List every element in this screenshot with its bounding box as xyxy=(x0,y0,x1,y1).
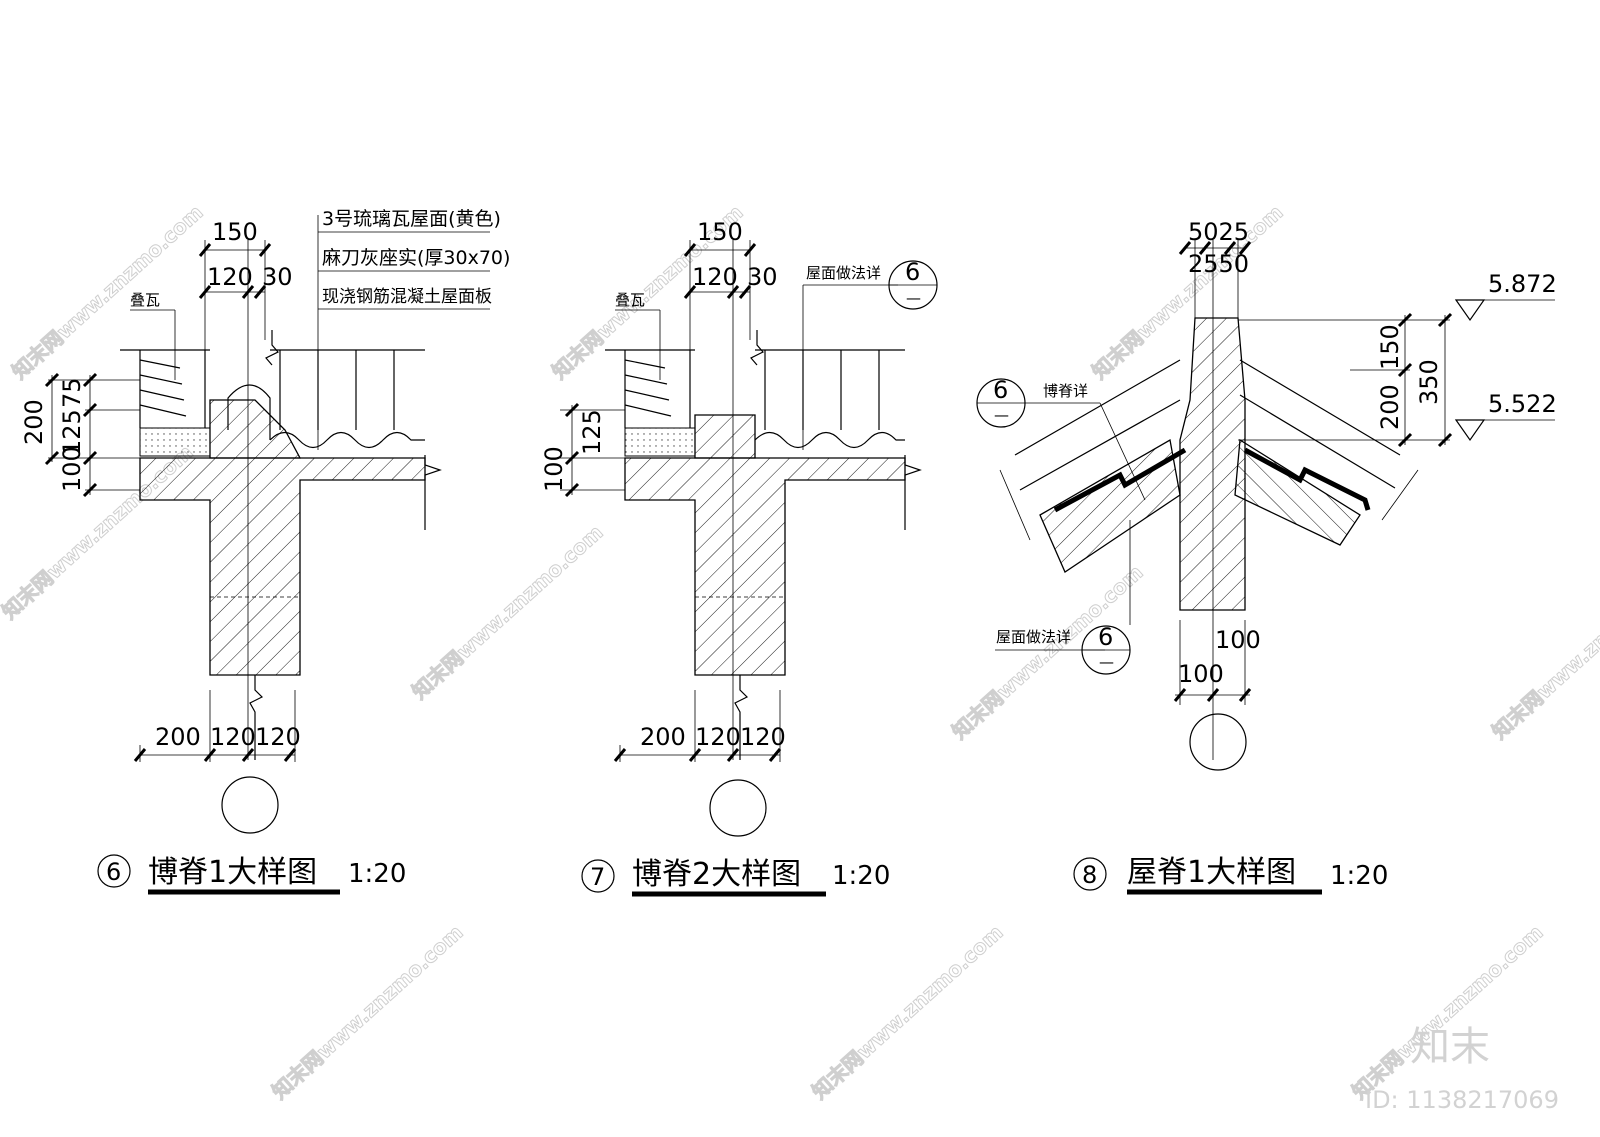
dim-right-200: 200 xyxy=(1376,384,1404,430)
watermark-text: 知末网www.znzmo.com xyxy=(407,520,607,704)
note-roof-ref: 屋面做法详 xyxy=(996,628,1071,646)
detail-number: 8 xyxy=(1082,861,1097,889)
dim-right-350: 350 xyxy=(1415,359,1443,405)
detail-6: 150 120 30 200 75 125 100 200 120 120 叠瓦 xyxy=(20,208,510,895)
detail-scale: 1:20 xyxy=(1330,861,1388,891)
dim-top-b: 30 xyxy=(747,263,778,291)
dim-bottom-120a: 120 xyxy=(695,723,741,751)
reference-number: 6 xyxy=(993,376,1008,404)
dim-bottom-200: 200 xyxy=(640,723,686,751)
dim-bottom-100a: 100 xyxy=(1215,626,1261,654)
reference-sheet: — xyxy=(994,406,1009,424)
concrete-section xyxy=(139,457,426,676)
dim-left-100: 100 xyxy=(540,446,568,492)
dim-bottom-120a: 120 xyxy=(210,723,256,751)
brand-logo-text: 知末 xyxy=(1410,1024,1490,1070)
level-top: 5.872 xyxy=(1488,270,1557,298)
detail-7: 150 120 30 125 100 200 120 120 叠瓦 屋面做法详 xyxy=(540,218,938,897)
concrete-section xyxy=(624,457,906,676)
ridge-core xyxy=(209,399,302,459)
brand-id: ID: 1138217069 xyxy=(1365,1086,1559,1114)
reference-sheet: — xyxy=(1099,653,1114,671)
glazed-tile-roof xyxy=(754,349,905,449)
reference-number: 6 xyxy=(1098,623,1113,651)
round-tile xyxy=(227,384,271,440)
ridge-post xyxy=(1179,317,1246,611)
watermark-text: 知末网www.znzmo.com xyxy=(7,200,207,384)
detail-title: 屋脊1大样图 xyxy=(1127,855,1296,890)
dim-left-75: 75 xyxy=(58,377,86,408)
level-mark xyxy=(1454,299,1486,322)
stacked-tiles xyxy=(605,349,695,428)
watermark-text: 知末网www.znzmo.com xyxy=(1487,560,1600,744)
note-ridge-ref: 博脊详 xyxy=(1043,382,1088,400)
dim-left-200: 200 xyxy=(20,399,48,445)
dim-bottom-100b: 100 xyxy=(1178,660,1224,688)
note-mortar: 麻刀灰座实(厚30x70) xyxy=(322,247,510,269)
detail-title: 博脊1大样图 xyxy=(148,855,317,890)
dim-bottom-120b: 120 xyxy=(740,723,786,751)
note-roof-ref: 屋面做法详 xyxy=(806,264,881,282)
ridge-core xyxy=(694,414,756,459)
detail-scale: 1:20 xyxy=(832,861,890,891)
level-mark xyxy=(1454,419,1486,442)
dim-left-100: 100 xyxy=(58,446,86,492)
detail-title: 博脊2大样图 xyxy=(632,857,801,892)
detail-scale: 1:20 xyxy=(348,859,406,889)
detail-number-circle xyxy=(97,854,131,888)
dim-top-a: 120 xyxy=(207,263,253,291)
note-stacked-tile: 叠瓦 xyxy=(130,291,160,309)
detail-number: 6 xyxy=(106,858,121,886)
dim-top-b: 2550 xyxy=(1188,250,1249,278)
detail-number-circle xyxy=(581,859,615,893)
dim-top-overall: 150 xyxy=(212,218,258,246)
dim-bottom-120b: 120 xyxy=(255,723,301,751)
reference-number: 6 xyxy=(905,258,920,286)
note-tile-roof: 3号琉璃瓦屋面(黄色) xyxy=(322,208,501,230)
dim-top-overall: 150 xyxy=(697,218,743,246)
detail-number: 7 xyxy=(590,863,605,891)
mortar-layer xyxy=(624,427,696,457)
note-stacked-tile: 叠瓦 xyxy=(615,291,645,309)
axis-bubble xyxy=(1189,713,1247,771)
dim-top-a: 120 xyxy=(692,263,738,291)
dim-top-a: 5025 xyxy=(1188,218,1249,246)
axis-bubble xyxy=(221,776,279,834)
detail-number-circle xyxy=(1073,857,1107,891)
dim-bottom-200: 200 xyxy=(155,723,201,751)
watermark-text: 知末网www.znzmo.com xyxy=(267,920,467,1104)
note-slab: 现浇钢筋混凝土屋面板 xyxy=(322,287,492,307)
dim-left-125: 125 xyxy=(58,409,86,455)
dim-top-b: 30 xyxy=(262,263,293,291)
glazed-tile-roof xyxy=(269,349,425,449)
level-bottom: 5.522 xyxy=(1488,390,1557,418)
axis-bubble xyxy=(709,779,767,837)
watermark-text: 知末网www.znzmo.com xyxy=(947,560,1147,744)
stacked-tiles xyxy=(120,349,210,428)
dim-right-150: 150 xyxy=(1376,324,1404,370)
watermark-text: 知末网www.znzmo.com xyxy=(1347,920,1547,1104)
dim-left-125: 125 xyxy=(578,409,606,455)
detail-8: 5025 2550 150 200 350 5.872 5.522 100 10… xyxy=(976,218,1557,895)
mortar-layer xyxy=(139,427,211,457)
watermark-text: 知末网www.znzmo.com xyxy=(807,920,1007,1104)
reference-sheet: — xyxy=(906,289,921,307)
